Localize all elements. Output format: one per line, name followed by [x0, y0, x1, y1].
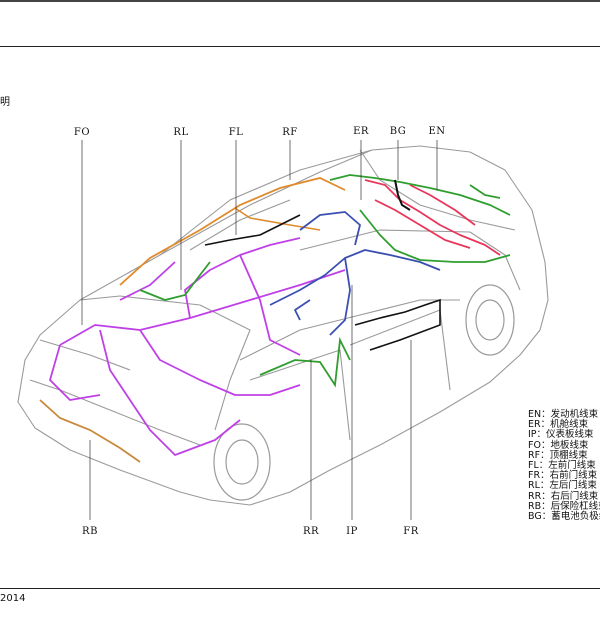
legend-item-rf: RF：顶棚线束 [528, 449, 588, 461]
legend-item-rr: RR：右后门线束 [528, 490, 599, 502]
sill-line [239, 299, 460, 361]
callout-rr: RR [302, 526, 320, 537]
header-rule [0, 46, 600, 47]
harness-bg [394, 179, 411, 211]
harness-ip [269, 211, 441, 336]
legend-item-ip: IP：仪表板线束 [528, 429, 594, 441]
rear-wheel [213, 423, 271, 501]
wheels [213, 284, 515, 501]
rear-wheel-hub [225, 439, 259, 485]
legend-item-rl: RL：左后门线束 [528, 480, 597, 492]
front-wheel-hub [475, 299, 505, 341]
rear-window-line [79, 295, 251, 431]
callout-en: EN [428, 126, 446, 137]
page-side-text: 明 [0, 97, 10, 108]
rear-door-edge [249, 349, 351, 441]
top-border [0, 0, 600, 2]
callout-fo: FO [73, 127, 91, 138]
body-silhouette [17, 145, 549, 506]
harness-rb [39, 399, 141, 463]
car-body-outline [17, 145, 549, 506]
harness-rf [119, 177, 346, 286]
front-wheel [465, 284, 515, 356]
legend-item-fo: FO：地板线束 [528, 439, 589, 451]
windshield-base [359, 149, 516, 231]
callout-rf: RF [282, 127, 298, 138]
harness-rf-branch [234, 207, 321, 231]
harness-legend: EN：发动机线束 ER：机舱线束 IP：仪表板线束 FO：地板线束 RF：顶棚线… [528, 409, 600, 523]
roof-left-edge [159, 149, 373, 256]
callout-fr: FR [403, 526, 419, 537]
harness-fo [49, 237, 346, 456]
legend-item-bg: BG：蓄电池负极线 [528, 511, 600, 523]
harness-en [329, 174, 511, 263]
harness-rr [259, 336, 351, 388]
harness-fr [354, 298, 441, 351]
callout-ip: IP [346, 526, 358, 537]
legend-item-rb: RB：后保险杠线束 [528, 500, 600, 512]
harness-fl [204, 214, 301, 246]
callout-bg: BG [389, 126, 407, 137]
callout-rl: RL [173, 127, 189, 138]
legend-item-en: EN：发动机线束 [528, 409, 599, 420]
footer-rule [0, 588, 600, 589]
footer-year: 2014 [0, 593, 26, 604]
callout-leaders [81, 140, 438, 520]
beltline-right [299, 229, 521, 291]
legend-item-fr: FR：右前门线束 [528, 470, 598, 482]
callout-fl: FL [228, 127, 244, 138]
legend-item-fl: FL：左前门线束 [528, 460, 596, 472]
rear-bumper-line [29, 379, 201, 446]
callout-rb: RB [82, 526, 98, 537]
legend-item-er: ER：机舱线束 [528, 419, 589, 431]
harness-rl [139, 261, 211, 301]
harness-er [364, 179, 501, 256]
rear-shelf-line [189, 199, 291, 251]
callout-er: ER [353, 126, 369, 137]
trunk-lid-line [39, 339, 131, 371]
